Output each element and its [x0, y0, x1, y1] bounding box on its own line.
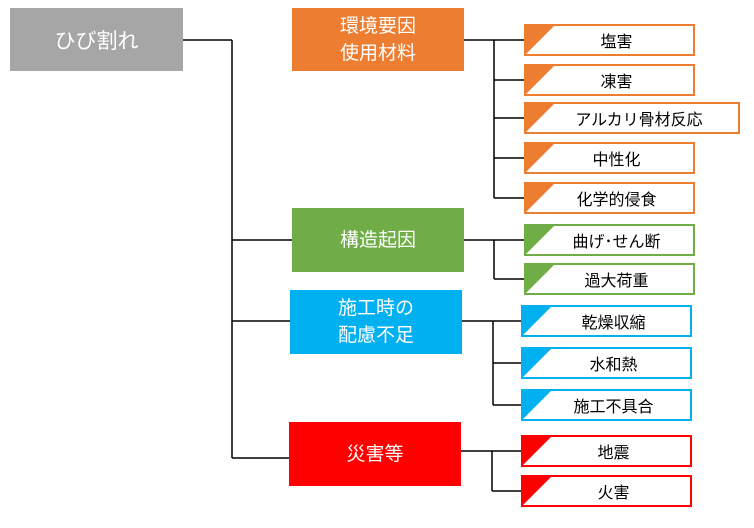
category-construction: 施工時の 配慮不足 [290, 290, 462, 354]
item-label: 塩害 [600, 32, 633, 51]
category-label: 施工時の 配慮不足 [337, 297, 414, 346]
corner-triangle [526, 104, 554, 132]
corner-triangle [526, 144, 554, 172]
item-label: 水和熱 [589, 355, 638, 374]
cause-item-bending-shear: 曲げ･せん断 [524, 224, 695, 256]
cause-item-overload: 過大荷重 [524, 263, 695, 295]
corner-triangle [526, 226, 554, 254]
item-label: 地震 [597, 443, 630, 462]
corner-triangle [523, 307, 551, 335]
corner-triangle [526, 66, 554, 94]
cause-item-construction-defect: 施工不具合 [521, 389, 692, 421]
item-label: 化学的侵食 [576, 190, 657, 209]
item-label: 乾燥収縮 [581, 313, 646, 332]
category-disaster: 災害等 [289, 422, 461, 486]
category-label: 環境要因 使用材料 [339, 14, 416, 64]
corner-triangle [523, 349, 551, 377]
corner-triangle [523, 477, 551, 505]
cause-item-frost-damage: 凍害 [524, 64, 695, 96]
cause-item-alkali-aggregate: アルカリ骨材反応 [524, 102, 740, 134]
cause-item-earthquake: 地震 [521, 435, 692, 467]
item-label: 中性化 [592, 150, 641, 169]
item-label: 過大荷重 [584, 271, 649, 290]
item-label: 火害 [597, 483, 630, 502]
cause-item-carbonation: 中性化 [524, 142, 695, 174]
cause-item-chemical-attack: 化学的侵食 [524, 182, 695, 214]
root-label: ひび割れ [54, 28, 139, 53]
cause-item-hydration-heat: 水和熱 [521, 347, 692, 379]
item-label: アルカリ骨材反応 [575, 110, 703, 129]
item-label: 施工不具合 [573, 397, 654, 416]
category-structural: 構造起因 [292, 208, 464, 272]
root-node: ひび割れ [10, 8, 183, 71]
item-label: 凍害 [600, 72, 633, 91]
cause-item-drying-shrinkage: 乾燥収縮 [521, 305, 692, 337]
corner-triangle [523, 437, 551, 465]
category-environment-materials: 環境要因 使用材料 [292, 8, 464, 71]
corner-triangle [526, 265, 554, 293]
item-label: 曲げ･せん断 [572, 232, 661, 251]
cause-item-salt-damage: 塩害 [524, 24, 695, 56]
cause-item-fire-damage: 火害 [521, 475, 692, 507]
corner-triangle [526, 26, 554, 54]
category-label: 構造起因 [339, 228, 416, 251]
corner-triangle [526, 184, 554, 212]
category-label: 災害等 [346, 442, 404, 465]
corner-triangle [523, 391, 551, 419]
